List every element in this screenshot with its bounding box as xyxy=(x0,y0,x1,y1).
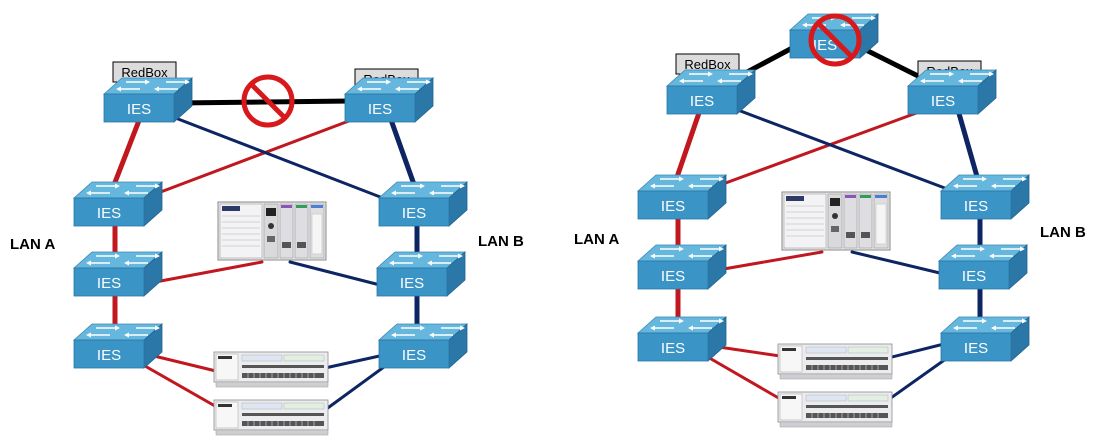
switch-label: IES xyxy=(402,347,426,364)
io-block xyxy=(777,391,893,428)
switch-label: IES xyxy=(97,347,121,364)
switch-label: IES xyxy=(661,198,685,215)
lan-b-link xyxy=(288,260,382,287)
lan-a-link xyxy=(109,115,143,193)
switch-label: IES xyxy=(962,268,986,285)
right-diagram: RedBox RedBox IES IES IES IES IES IES xyxy=(574,13,1086,428)
lan-a-link xyxy=(148,260,264,285)
switch-lan-a: IES xyxy=(73,323,163,369)
lan-b-cross-link xyxy=(720,102,952,192)
switch-label: IES xyxy=(97,275,121,292)
io-block xyxy=(777,343,893,380)
lan-a-cross-link xyxy=(710,106,932,190)
switch-lan-b: IES xyxy=(938,244,1028,290)
switch-label: IES xyxy=(661,340,685,357)
switch-lan-b: IES xyxy=(378,323,468,369)
switch-label: IES xyxy=(402,205,426,222)
interlink-line xyxy=(173,98,355,106)
switch-redbox-left: IES xyxy=(103,77,193,123)
io-block xyxy=(213,351,329,388)
lan-b-link xyxy=(323,353,386,370)
lan-a-label: LAN A xyxy=(574,231,619,248)
switch-label: IES xyxy=(368,101,392,118)
switch-label: IES xyxy=(400,275,424,292)
lan-b-link xyxy=(850,250,946,276)
lan-b-link xyxy=(886,342,946,360)
switch-redbox-right: IES xyxy=(344,77,434,123)
redbox-label: RedBox xyxy=(121,65,168,80)
io-block xyxy=(213,399,329,436)
switch-label: IES xyxy=(964,198,988,215)
lan-a-label: LAN A xyxy=(10,236,55,253)
interlink-line xyxy=(855,43,925,81)
switch-label: IES xyxy=(931,93,955,110)
lan-a-link xyxy=(704,354,784,402)
switch-label: IES xyxy=(127,101,151,118)
controller-chassis xyxy=(781,191,891,251)
lan-a-link xyxy=(148,353,222,374)
lan-a-cross-link xyxy=(148,114,364,198)
redbox-tag: RedBox xyxy=(675,53,740,75)
lan-b-link xyxy=(886,354,952,402)
switch-label: IES xyxy=(813,37,837,54)
lan-a-link xyxy=(710,250,824,273)
lan-a-link xyxy=(673,107,703,183)
switch-lan-b: IES xyxy=(376,251,466,297)
left-diagram: RedBox RedBox IES IES IES IES IES xyxy=(10,61,524,436)
lan-b-label: LAN B xyxy=(1040,224,1086,241)
switch-lan-b: IES xyxy=(378,181,468,227)
lan-b-link xyxy=(955,107,981,183)
switch-lan-a: IES xyxy=(637,174,727,220)
switch-lan-b: IES xyxy=(940,316,1030,362)
switch-redbox-left: IES xyxy=(666,69,756,115)
left-links xyxy=(109,98,420,412)
switch-lan-a: IES xyxy=(73,251,163,297)
redbox-label: RedBox xyxy=(684,57,731,72)
switch-redbox-right: IES xyxy=(907,69,997,115)
switch-interlink-top: IES xyxy=(789,13,879,59)
switch-label: IES xyxy=(690,93,714,110)
controller-chassis xyxy=(217,201,327,261)
switch-lan-b: IES xyxy=(940,174,1030,220)
lan-b-cross-link xyxy=(158,110,390,202)
lan-a-link xyxy=(143,364,224,412)
lan-b-link xyxy=(387,114,419,193)
switch-lan-a: IES xyxy=(637,316,727,362)
switch-lan-a: IES xyxy=(73,181,163,227)
switch-label: IES xyxy=(661,268,685,285)
switch-lan-a: IES xyxy=(637,244,727,290)
redbox-tag: RedBox xyxy=(112,61,177,83)
switch-label: IES xyxy=(964,340,988,357)
switch-label: IES xyxy=(97,205,121,222)
lan-b-label: LAN B xyxy=(478,233,524,250)
lan-b-link xyxy=(323,362,390,412)
